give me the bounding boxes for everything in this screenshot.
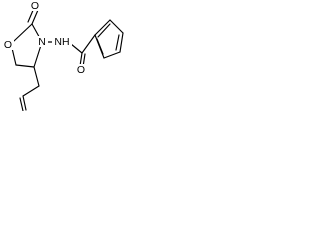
benzene-bond-3 [109, 19, 124, 34]
allyl-chain [19, 66, 40, 111]
allyl-double-inner [19, 97, 24, 111]
benzene-bond-4 [119, 32, 124, 53]
carbonyl-bond-outer [31, 9, 39, 25]
allyl-bond-ch2-ch [22, 85, 40, 97]
atom-label-benzoyl-o: O [75, 64, 87, 76]
structure-canvas: O O N NH O [0, 0, 127, 111]
benzene-bond-1 [81, 34, 96, 54]
benzene-bond-5 [103, 51, 121, 59]
molecule-diagram: O O N NH O [2, 0, 124, 111]
atom-label-ring-n: N [36, 36, 48, 48]
benzene-bond-2 [94, 19, 111, 36]
ring-bond-c5-o [11, 47, 17, 66]
benzene-inner-bond-b [115, 34, 120, 51]
benzoyl-oxygen-label: O [77, 64, 85, 76]
allyl-bond-c4-ch2 [33, 66, 40, 87]
benzene-inner-bond-a [97, 23, 111, 38]
atom-label-amide-nh: NH [52, 36, 72, 48]
atom-label-ring-o: O [2, 39, 14, 51]
benzene-ring [81, 19, 124, 59]
allyl-double-outer [22, 95, 27, 111]
carbonyl-oxygen-label: O [31, 0, 39, 12]
ring-bond-o-c2 [13, 23, 33, 42]
atom-label-carbonyl-o: O [30, 0, 40, 12]
bond-nh-carbonyl-c [70, 43, 83, 54]
ring-nitrogen-label: N [38, 36, 46, 48]
benzene-inner-bond-c [96, 38, 104, 55]
benzoyl-co-bond-outer [79, 52, 83, 67]
ring-bond-c4-c5 [15, 64, 35, 68]
amide-nh-label: NH [54, 36, 69, 48]
ring-oxygen-label: O [4, 39, 12, 51]
